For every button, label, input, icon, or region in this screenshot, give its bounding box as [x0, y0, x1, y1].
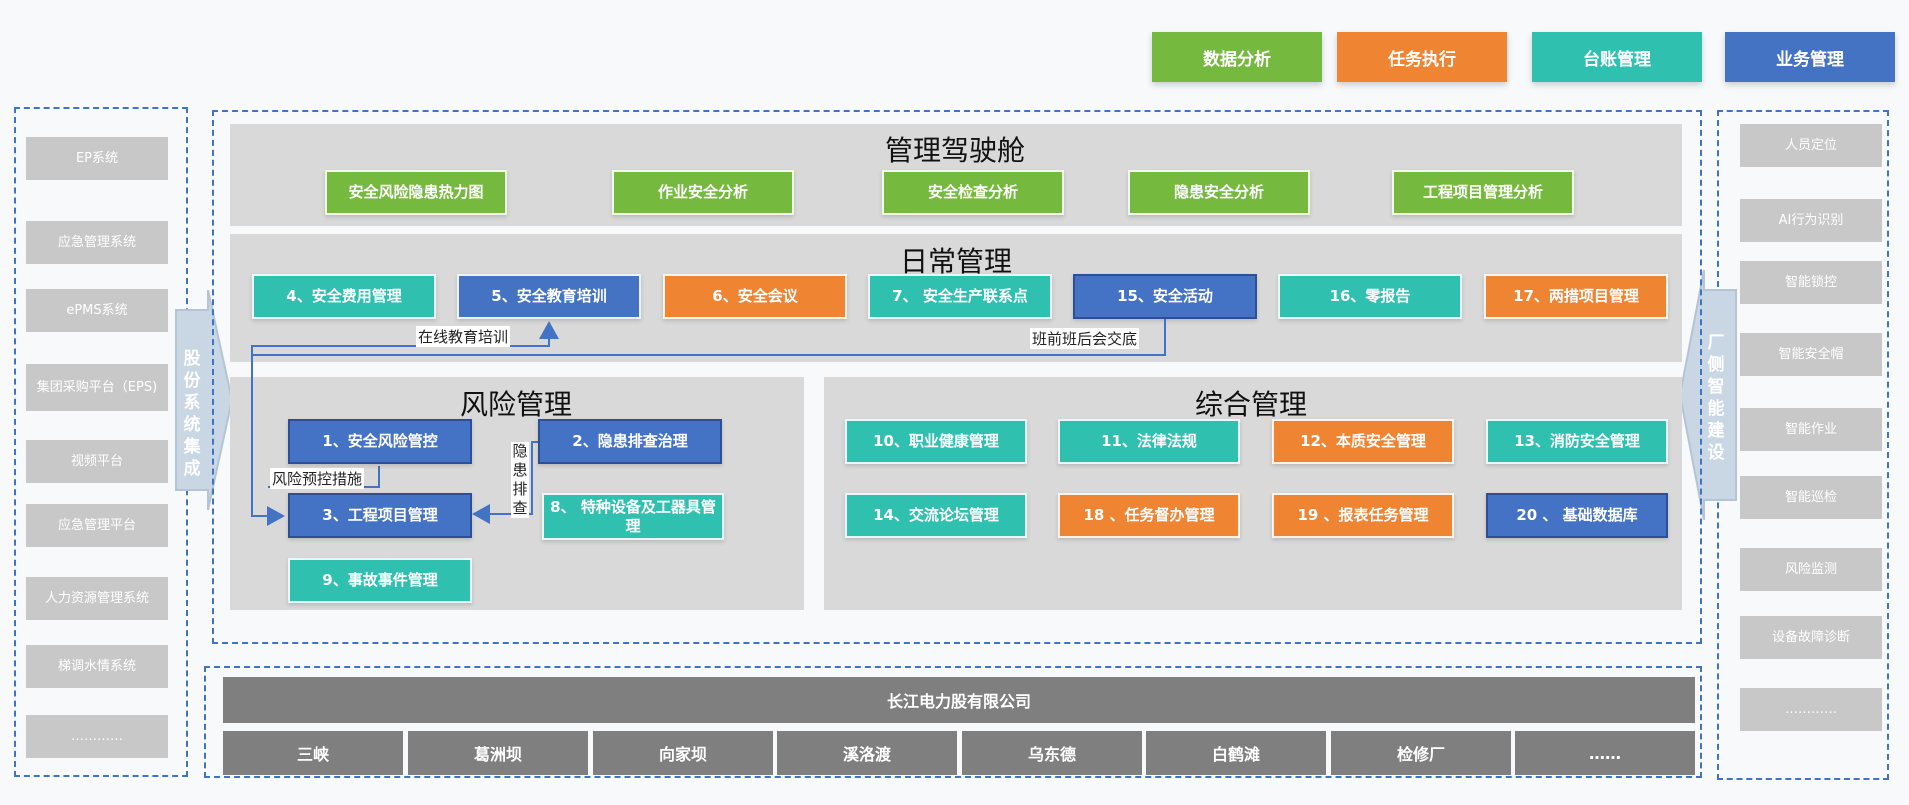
left-integration-arrow — [175, 290, 234, 510]
risk-control-item[interactable]: 1、安全风险管控 — [288, 419, 472, 464]
right-item-smart-helmet[interactable]: 智能安全帽 — [1740, 333, 1882, 376]
risk-management-title: 风险管理 — [460, 388, 573, 421]
accident-management-item[interactable]: 9、事故事件管理 — [288, 558, 472, 603]
flow-line-training — [251, 321, 559, 516]
cockpit-inspection-analysis[interactable]: 安全检查分析 — [882, 170, 1064, 215]
occupational-health-item[interactable]: 10、职业健康管理 — [845, 419, 1027, 464]
left-item-emergency-system[interactable]: 应急管理系统 — [26, 221, 168, 264]
special-equipment-item[interactable]: 8、 特种设备及工器具管理 — [542, 493, 724, 540]
right-smart-arrow — [1678, 270, 1737, 520]
plant-wudongde[interactable]: 乌东德 — [962, 731, 1142, 775]
legend-task-execution: 任务执行 — [1337, 32, 1507, 82]
cockpit-operation-analysis[interactable]: 作业安全分析 — [612, 170, 794, 215]
cockpit-project-analysis[interactable]: 工程项目管理分析 — [1392, 170, 1574, 215]
right-item-smart-inspection[interactable]: 智能巡检 — [1740, 476, 1882, 519]
daily-zero-report[interactable]: 16、零报告 — [1278, 274, 1462, 319]
left-integration-label: 股份系统集成 — [183, 349, 201, 479]
right-item-smart-operation[interactable]: 智能作业 — [1740, 408, 1882, 451]
right-item-ai-behavior[interactable]: AI行为识别 — [1740, 199, 1882, 242]
plant-maintenance[interactable]: 检修厂 — [1331, 731, 1511, 775]
fire-safety-item[interactable]: 13、消防安全管理 — [1486, 419, 1668, 464]
cockpit-title: 管理驾驶舱 — [885, 134, 1026, 167]
daily-safety-activity[interactable]: 15、安全活动 — [1073, 274, 1257, 319]
flow-label-hidden-check: 隐患排查 — [511, 442, 529, 518]
cockpit-risk-heatmap[interactable]: 安全风险隐患热力图 — [325, 170, 507, 215]
daily-safety-training[interactable]: 5、安全教育培训 — [457, 274, 641, 319]
daily-two-measures[interactable]: 17、两措项目管理 — [1484, 274, 1668, 319]
left-item-more[interactable]: ………… — [26, 715, 168, 758]
daily-safety-cost[interactable]: 4、安全费用管理 — [252, 274, 436, 319]
right-item-smart-lock[interactable]: 智能锁控 — [1740, 261, 1882, 304]
engineering-project-item[interactable]: 3、工程项目管理 — [288, 493, 472, 538]
plant-xiluodu[interactable]: 溪洛渡 — [777, 731, 957, 775]
laws-regulations-item[interactable]: 11、法律法规 — [1058, 419, 1240, 464]
legend-ledger-management: 台账管理 — [1532, 32, 1702, 82]
flow-label-online-training: 在线教育培训 — [416, 326, 511, 347]
left-item-water-system[interactable]: 梯调水情系统 — [26, 645, 168, 688]
right-item-personnel-location[interactable]: 人员定位 — [1740, 124, 1882, 167]
main-platform-frame — [212, 110, 1702, 644]
legend-business-management: 业务管理 — [1725, 32, 1895, 82]
flow-label-risk-control: 风险预控措施 — [270, 468, 365, 489]
plant-sanxia[interactable]: 三峡 — [223, 731, 403, 775]
hazard-investigation-item[interactable]: 2、隐患排查治理 — [538, 419, 722, 464]
company-name-bar: 长江电力股有限公司 — [223, 677, 1695, 723]
company-frame — [204, 666, 1702, 778]
flow-line-hidden-danger — [472, 441, 538, 524]
left-item-video-platform[interactable]: 视频平台 — [26, 440, 168, 483]
daily-contact-point[interactable]: 7、 安全生产联系点 — [868, 274, 1052, 319]
flow-line-pre-shift — [252, 319, 1166, 356]
plant-baihetan[interactable]: 白鹤滩 — [1146, 731, 1326, 775]
left-item-emergency-platform[interactable]: 应急管理平台 — [26, 504, 168, 547]
task-supervision-item[interactable]: 18 、任务督办管理 — [1058, 493, 1240, 538]
intrinsic-safety-item[interactable]: 12、本质安全管理 — [1272, 419, 1454, 464]
flow-label-pre-shift: 班前班后会交底 — [1030, 328, 1140, 349]
right-smart-label: 厂侧智能建设 — [1707, 333, 1725, 463]
integrated-management-title: 综合管理 — [1195, 388, 1308, 421]
left-item-hr-system[interactable]: 人力资源管理系统 — [26, 577, 168, 620]
left-item-epms-system[interactable]: ePMS系统 — [26, 289, 168, 332]
legend-data-analysis: 数据分析 — [1152, 32, 1322, 82]
daily-management-title: 日常管理 — [900, 245, 1013, 278]
report-task-item[interactable]: 19 、报表任务管理 — [1272, 493, 1454, 538]
right-item-more[interactable]: ………… — [1740, 688, 1882, 731]
cockpit-hazard-analysis[interactable]: 隐患安全分析 — [1128, 170, 1310, 215]
right-item-risk-monitoring[interactable]: 风险监测 — [1740, 548, 1882, 591]
daily-safety-meeting[interactable]: 6、安全会议 — [663, 274, 847, 319]
left-item-ep-system[interactable]: EP系统 — [26, 137, 168, 180]
plant-xiangjiaba[interactable]: 向家坝 — [593, 731, 773, 775]
left-item-eps-platform[interactable]: 集团采购平台（EPS) — [26, 364, 168, 411]
right-item-fault-diagnosis[interactable]: 设备故障诊断 — [1740, 616, 1882, 659]
plant-gezhouba[interactable]: 葛洲坝 — [408, 731, 588, 775]
flow-line-to-project — [251, 500, 285, 526]
basic-database-item[interactable]: 20 、 基础数据库 — [1486, 493, 1668, 538]
plant-more[interactable]: …… — [1515, 731, 1695, 775]
forum-management-item[interactable]: 14、交流论坛管理 — [845, 493, 1027, 538]
